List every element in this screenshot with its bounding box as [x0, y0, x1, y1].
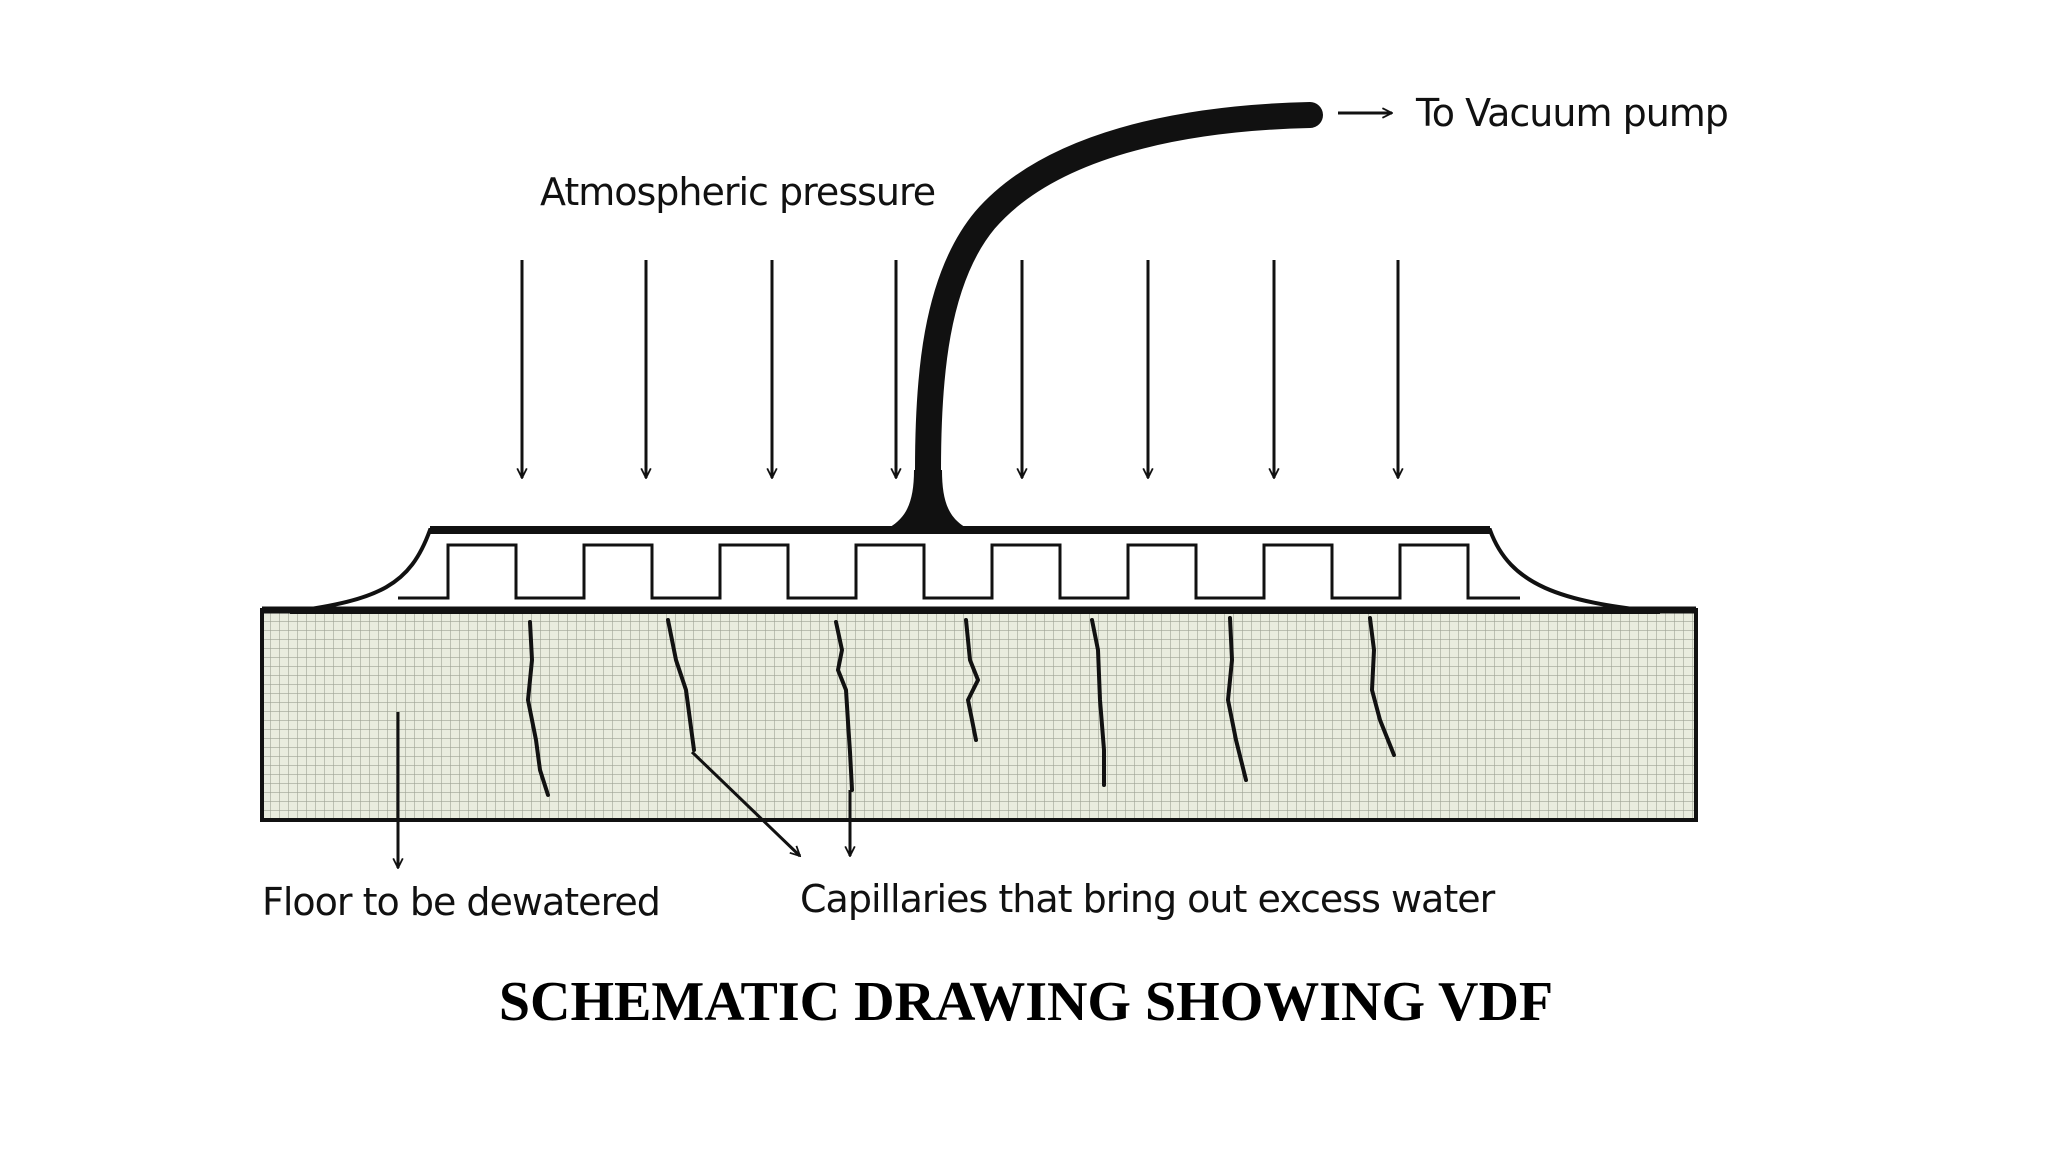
- capillary-pointer-arrows: [690, 750, 850, 856]
- capillary: [1090, 618, 1106, 787]
- capillary: [666, 618, 696, 752]
- capillaries: [526, 616, 1396, 797]
- hose-base: [880, 470, 975, 532]
- capillary: [964, 618, 980, 742]
- capillaries-label: Capillaries that bring out excess water: [800, 877, 1496, 921]
- capillary: [834, 620, 854, 792]
- floor-slab: [260, 608, 1698, 822]
- vacuum-mat: [262, 526, 1696, 614]
- atmospheric-pressure-label: Atmospheric pressure: [540, 170, 935, 214]
- vacuum-pump-label: To Vacuum pump: [1415, 91, 1728, 135]
- vacuum-hose: [913, 102, 1323, 528]
- pressure-arrows: [522, 260, 1398, 478]
- diagram-caption: SCHEMATIC DRAWING SHOWING VDF: [499, 971, 1553, 1033]
- capillary: [1226, 616, 1248, 782]
- floor-label: Floor to be dewatered: [262, 880, 660, 924]
- filter-channels: [398, 543, 1520, 600]
- capillary: [526, 620, 550, 797]
- capillary: [1368, 616, 1396, 757]
